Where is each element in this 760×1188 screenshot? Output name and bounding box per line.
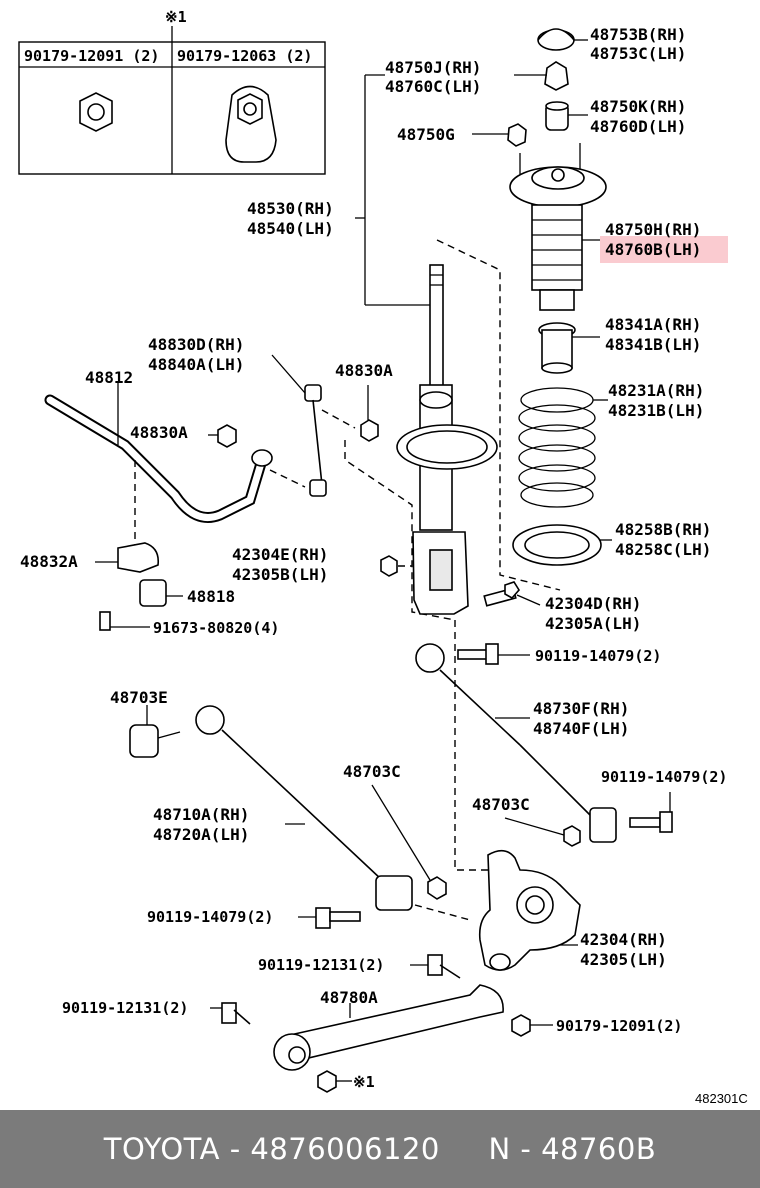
nut-90179-part <box>511 1014 553 1037</box>
label-48341b: 48341B(LH) <box>605 335 701 354</box>
parts-diagram: ※1 90179-12091 (2) 90179-12063 (2) <box>18 8 748 1106</box>
bellows-boot-part <box>531 204 600 311</box>
label-48740f: 48740F(LH) <box>533 719 629 738</box>
bolt-90119-d-part <box>410 954 461 979</box>
label-48703c-top: 48703C <box>343 762 401 781</box>
label-42304e: 42304E(RH) <box>232 545 328 564</box>
stabilizer-bar-part <box>44 383 273 560</box>
bolt-42304d-part <box>483 581 541 607</box>
label-48258b: 48258B(RH) <box>615 520 711 539</box>
label-42305b: 42305B(LH) <box>232 565 328 584</box>
label-48540: 48540(LH) <box>247 219 334 238</box>
lateral-link-lower-part <box>195 705 413 911</box>
nut-48703c-right-part <box>504 817 581 847</box>
bar-bushing-part <box>139 579 183 607</box>
label-90119-a: 90119-14079(2) <box>535 647 661 665</box>
top-nut-part <box>514 61 569 91</box>
spring-seat-part <box>512 524 612 566</box>
label-42304d: 42304D(RH) <box>545 594 641 613</box>
bump-stop-part <box>538 322 600 374</box>
label-48710a: 48710A(RH) <box>153 805 249 824</box>
label-42305: 42305(LH) <box>580 950 667 969</box>
bushing-48703e-part <box>129 705 181 758</box>
bolt-90119-a-part <box>457 643 530 665</box>
label-48760c: 48760C(LH) <box>385 77 481 96</box>
label-48753c: 48753C(LH) <box>590 44 686 63</box>
label-48530: 48530(RH) <box>247 199 334 218</box>
label-48812: 48812 <box>85 368 133 387</box>
label-48830a-top: 48830A <box>335 361 393 380</box>
bar-nut-part <box>208 424 237 448</box>
label-42304: 42304(RH) <box>580 930 667 949</box>
bolt-90119-e-part <box>210 1002 251 1025</box>
label-91673: 91673-80820(4) <box>153 619 279 637</box>
label-48760d: 48760D(LH) <box>590 117 686 136</box>
label-48231b: 48231B(LH) <box>608 401 704 420</box>
bushing-part <box>545 101 588 131</box>
inset-right-part: 90179-12063 (2) <box>177 47 312 65</box>
footer-text: TOYOTA - 4876006120 N - 48760B <box>103 1132 657 1166</box>
support-mount-part <box>509 143 607 208</box>
label-90179: 90179-12091(2) <box>556 1017 682 1035</box>
label-48753b: 48753B(RH) <box>590 25 686 44</box>
label-48832a: 48832A <box>20 552 78 571</box>
part-number-footer: TOYOTA - 4876006120 N - 48760B <box>0 1110 760 1188</box>
label-48830d: 48830D(RH) <box>148 335 244 354</box>
label-48830a-left: 48830A <box>130 423 188 442</box>
bolt-91673-part <box>99 611 150 631</box>
label-48341a: 48341A(RH) <box>605 315 701 334</box>
label-mark: ※1 <box>353 1073 375 1091</box>
inset-marker: ※1 <box>165 8 187 26</box>
label-90119-e: 90119-12131(2) <box>62 999 188 1017</box>
label-48231a: 48231A(RH) <box>608 381 704 400</box>
bolt-90119-c-part <box>298 907 361 929</box>
rear-arm-part <box>273 984 504 1071</box>
label-48703c-right: 48703C <box>472 795 530 814</box>
label-90119-b: 90119-14079(2) <box>601 768 727 786</box>
label-90119-d: 90119-12131(2) <box>258 956 384 974</box>
stabilizer-link-part <box>269 354 356 497</box>
label-48780a: 48780A <box>320 988 378 1007</box>
label-48840a: 48840A(LH) <box>148 355 244 374</box>
label-48750k: 48750K(RH) <box>590 97 686 116</box>
dust-cap-part <box>537 28 588 51</box>
knuckle-part <box>414 620 581 971</box>
bolt-90119-b-part <box>629 792 673 833</box>
lateral-link-upper-part <box>415 643 617 843</box>
coil-spring-part <box>518 387 608 508</box>
nut-42304e-part <box>380 555 412 577</box>
strut-outline-dash <box>436 239 561 591</box>
label-48818: 48818 <box>187 587 235 606</box>
inset-box: ※1 90179-12091 (2) 90179-12063 (2) <box>18 8 326 175</box>
nut-mark-part <box>317 1070 352 1093</box>
label-48720a: 48720A(LH) <box>153 825 249 844</box>
label-48750h: 48750H(RH) <box>605 220 701 239</box>
label-42305a: 42305A(LH) <box>545 614 641 633</box>
label-48760b: 48760B(LH) <box>605 240 701 259</box>
highlight-box <box>600 236 728 263</box>
label-48750g: 48750G <box>397 125 455 144</box>
label-48703e: 48703E <box>110 688 168 707</box>
nut-48703c-top-part <box>371 784 447 900</box>
label-48730f: 48730F(RH) <box>533 699 629 718</box>
inset-left-part: 90179-12091 (2) <box>24 47 159 65</box>
figure-reference: 482301C <box>695 1091 748 1106</box>
nut-48750g-part <box>472 123 527 147</box>
flange-nut-icon <box>225 85 277 163</box>
label-90119-c: 90119-14079(2) <box>147 908 273 926</box>
bar-bracket-part <box>95 542 160 573</box>
hex-nut-icon <box>79 92 113 132</box>
link-nut-part <box>360 385 379 442</box>
strut-assembly <box>344 74 561 621</box>
label-48258c: 48258C(LH) <box>615 540 711 559</box>
label-48750j: 48750J(RH) <box>385 58 481 77</box>
